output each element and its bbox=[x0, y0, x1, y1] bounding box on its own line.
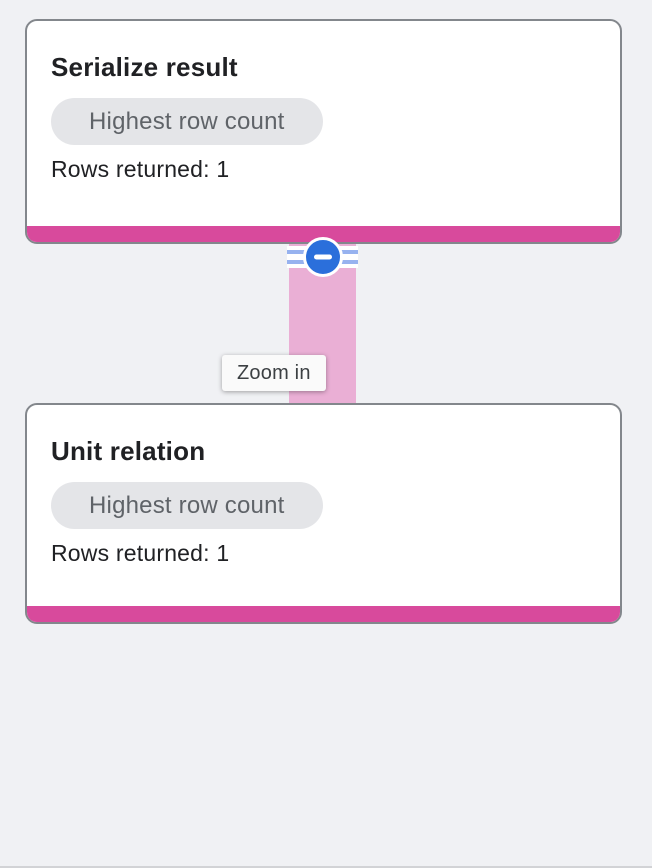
rows-returned-label: Rows returned: 1 bbox=[51, 540, 230, 567]
node-status-bar bbox=[27, 606, 620, 622]
minus-icon bbox=[314, 254, 332, 260]
collapse-edge-button[interactable] bbox=[303, 237, 343, 277]
rows-returned-label: Rows returned: 1 bbox=[51, 156, 230, 183]
node-unit-relation[interactable]: Unit relation Highest row count Rows ret… bbox=[25, 403, 622, 624]
node-content: Serialize result Highest row count Rows … bbox=[27, 21, 620, 183]
highest-row-count-badge: Highest row count bbox=[51, 98, 323, 146]
node-status-bar bbox=[27, 226, 620, 242]
node-serialize-result[interactable]: Serialize result Highest row count Rows … bbox=[25, 19, 622, 244]
highest-row-count-badge: Highest row count bbox=[51, 482, 323, 530]
zoom-in-tooltip: Zoom in bbox=[222, 355, 326, 391]
node-content: Unit relation Highest row count Rows ret… bbox=[27, 405, 620, 567]
screen-bottom-edge bbox=[0, 866, 652, 868]
node-title: Unit relation bbox=[51, 436, 206, 466]
node-title: Serialize result bbox=[51, 52, 238, 82]
